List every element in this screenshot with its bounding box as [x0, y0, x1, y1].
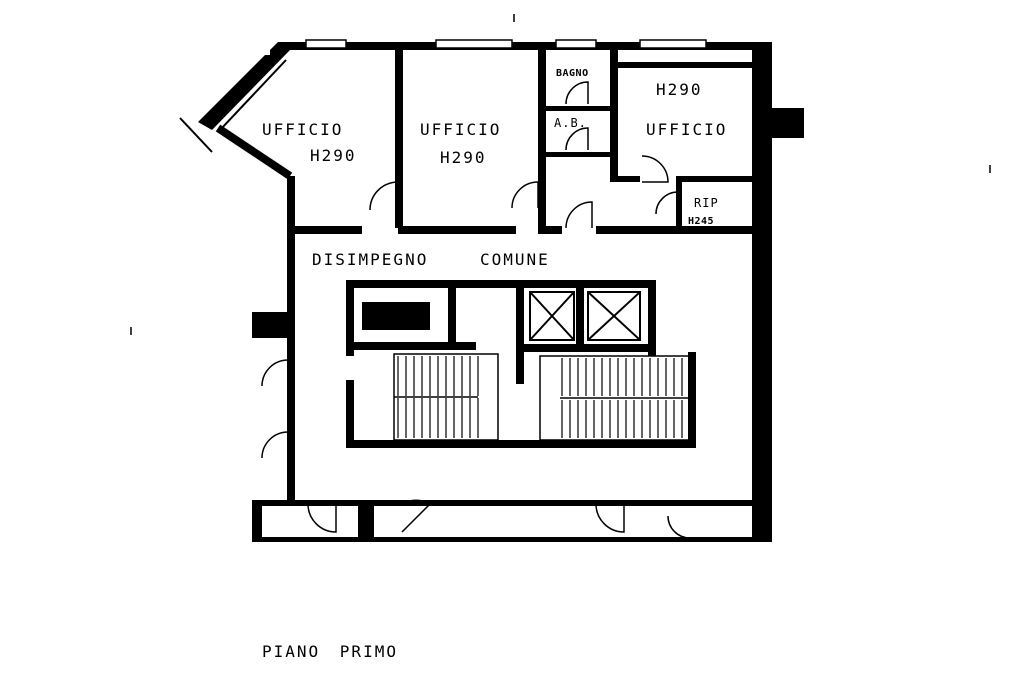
room-label-antibagno: A.B.: [554, 116, 587, 130]
scan-marks: [130, 14, 991, 335]
interior-walls: [290, 50, 752, 234]
stairs-left: [393, 353, 499, 441]
room-label-bathroom: BAGNO: [556, 68, 589, 79]
outer-walls: [252, 42, 804, 542]
floor-title: PIANO PRIMO: [262, 642, 398, 661]
room-height-office-1: H290: [310, 146, 357, 165]
top-windows: [305, 39, 707, 49]
room-height-office-2: H290: [440, 148, 487, 167]
core-outline: [346, 280, 696, 448]
stairs-right: [539, 355, 691, 441]
room-label-storage: RIP: [694, 196, 719, 210]
diagonal-wall: [179, 42, 293, 180]
doors: [261, 81, 691, 539]
elevator-shafts: [529, 291, 641, 341]
room-label-corridor: DISIMPEGNO COMUNE: [312, 250, 550, 269]
room-height-office-3: H290: [656, 80, 703, 99]
room-label-office-3: UFFICIO: [646, 120, 728, 139]
room-label-office-1: UFFICIO: [262, 120, 344, 139]
room-height-storage: H245: [688, 216, 715, 227]
room-label-office-2: UFFICIO: [420, 120, 502, 139]
stair-treads: [397, 356, 683, 438]
